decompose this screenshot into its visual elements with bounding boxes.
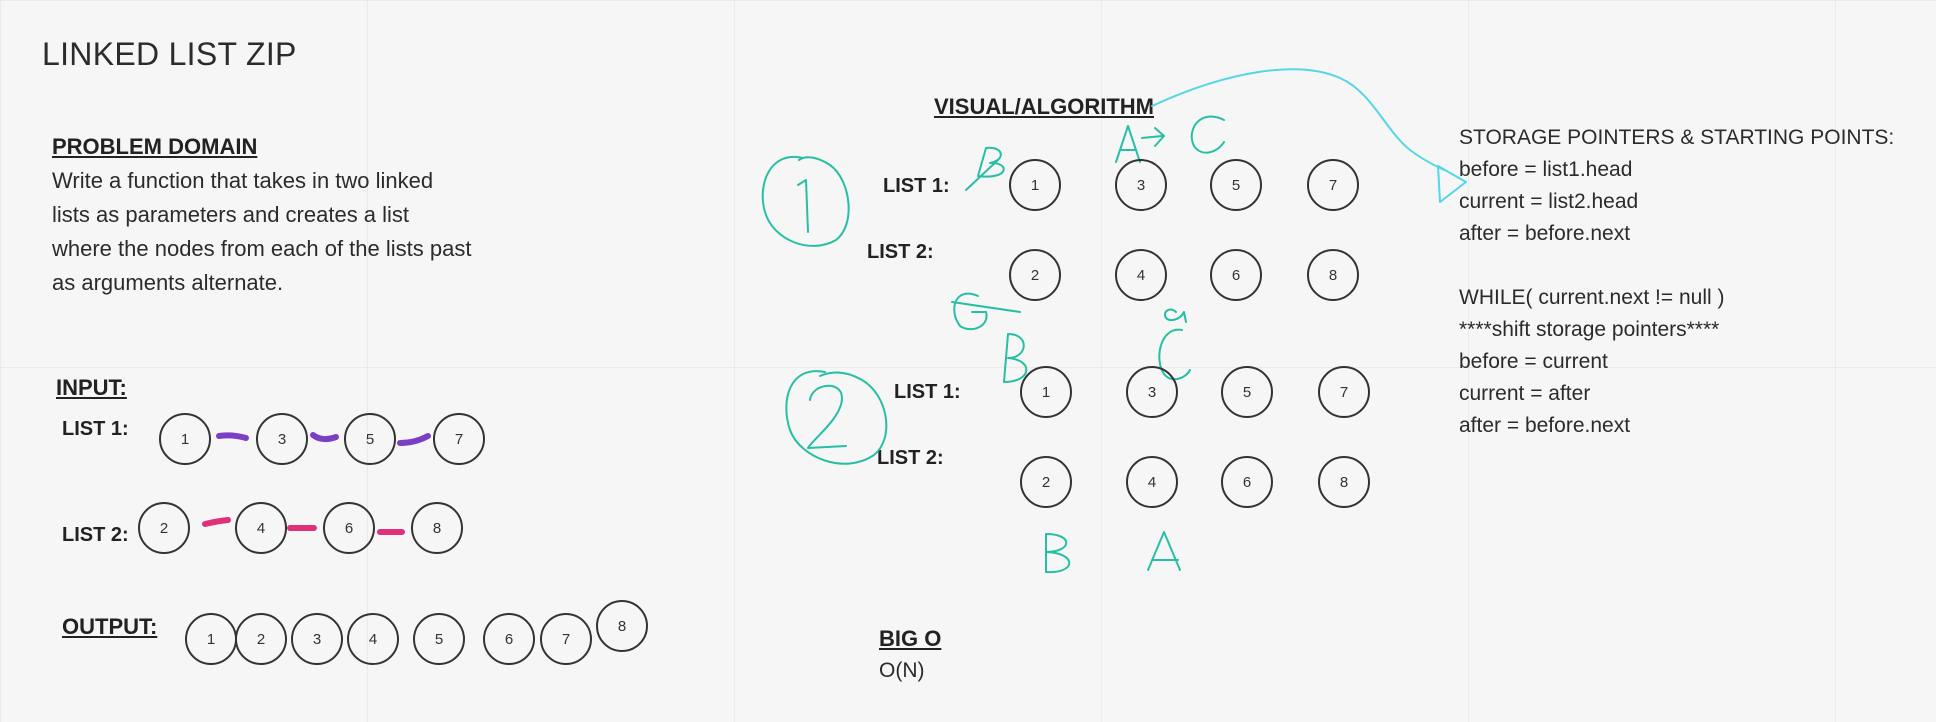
list-node: 3 <box>256 413 308 465</box>
algorithm-line: after = before.next <box>1459 414 1631 437</box>
list-node: 8 <box>1307 249 1359 301</box>
list1-connector <box>216 432 249 441</box>
list-node: 4 <box>235 502 287 554</box>
board-title: LINKED LIST ZIP <box>42 36 297 72</box>
step1-list1-label: LIST 1: <box>883 175 950 197</box>
list-node: 6 <box>323 502 375 554</box>
step2-list2-label: LIST 2: <box>877 447 944 469</box>
list-node: 2 <box>1020 456 1072 508</box>
problem-domain-text: Write a function that takes in two linke… <box>52 168 472 295</box>
letter-c-mark <box>1190 115 1225 154</box>
list-node: 7 <box>1307 159 1359 211</box>
list-node: 1 <box>1009 159 1061 211</box>
letter-b-mark <box>977 146 1005 178</box>
list-node: 6 <box>483 613 535 665</box>
input-list1-label: LIST 1: <box>62 418 129 440</box>
list-node: 5 <box>344 413 396 465</box>
letter-g-mark <box>953 292 988 331</box>
list-node: 4 <box>347 613 399 665</box>
list-node: 4 <box>1115 249 1167 301</box>
algorithm-line: STORAGE POINTERS & STARTING POINTS: <box>1459 126 1895 149</box>
list-node: 1 <box>159 413 211 465</box>
small-letter-mark <box>1164 308 1187 323</box>
step2-numeral <box>807 384 847 449</box>
list-node: 2 <box>138 502 190 554</box>
list-node: 3 <box>291 613 343 665</box>
list-node: 7 <box>433 413 485 465</box>
letter-a-mark <box>1147 531 1181 571</box>
pointer-line <box>965 159 999 191</box>
step1-list2-label: LIST 2: <box>867 241 934 263</box>
algorithm-line: before = list1.head <box>1459 158 1633 181</box>
list-node: 7 <box>1318 366 1370 418</box>
pointer-line <box>951 301 1021 313</box>
list-node: 1 <box>1020 366 1072 418</box>
big-o-heading: BIG O <box>879 626 942 651</box>
step1-circle <box>761 155 850 247</box>
algorithm-line: current = list2.head <box>1459 190 1639 213</box>
list-node: 8 <box>1318 456 1370 508</box>
list-node: 5 <box>1221 366 1273 418</box>
algorithm-line: before = current <box>1459 350 1608 373</box>
step2-list1-label: LIST 1: <box>894 381 961 403</box>
algorithm-line: ****shift storage pointers**** <box>1459 318 1720 341</box>
letter-a-mark <box>1115 125 1141 163</box>
input-heading: INPUT: <box>56 375 127 400</box>
letter-b-mark <box>1045 533 1071 574</box>
algorithm-line: WHILE( current.next != null ) <box>1459 286 1725 309</box>
list-node: 5 <box>1210 159 1262 211</box>
step1-numeral <box>797 179 809 233</box>
input-list2-label: LIST 2: <box>62 524 129 546</box>
arrow-mark <box>1141 127 1165 147</box>
list-node: 4 <box>1126 456 1178 508</box>
algorithm-block: STORAGE POINTERS & STARTING POINTS: befo… <box>1459 122 1894 442</box>
list-node: 3 <box>1126 366 1178 418</box>
list-node: 5 <box>413 613 465 665</box>
algorithm-line: after = before.next <box>1459 222 1631 245</box>
list2-connector <box>202 517 231 527</box>
problem-domain-heading: PROBLEM DOMAIN <box>52 134 258 159</box>
list-node: 6 <box>1210 249 1262 301</box>
algorithm-line: current = after <box>1459 382 1591 405</box>
letter-b-mark <box>1003 333 1028 383</box>
arrow-head <box>1437 165 1467 203</box>
list-node: 7 <box>540 613 592 665</box>
list-node: 3 <box>1115 159 1167 211</box>
list-node: 8 <box>411 502 463 554</box>
list-node: 6 <box>1221 456 1273 508</box>
step2-circle <box>785 370 888 465</box>
list1-connector <box>310 432 339 443</box>
list-node: 2 <box>1009 249 1061 301</box>
list1-connector <box>397 433 431 446</box>
list-node: 2 <box>235 613 287 665</box>
visual-algorithm-heading: VISUAL/ALGORITHM <box>934 94 1154 119</box>
big-o-value: O(N) <box>879 659 925 682</box>
list-node: 1 <box>185 613 237 665</box>
list-node: 8 <box>596 600 648 652</box>
output-heading: OUTPUT: <box>62 614 158 639</box>
curved-arrow <box>1151 68 1445 171</box>
